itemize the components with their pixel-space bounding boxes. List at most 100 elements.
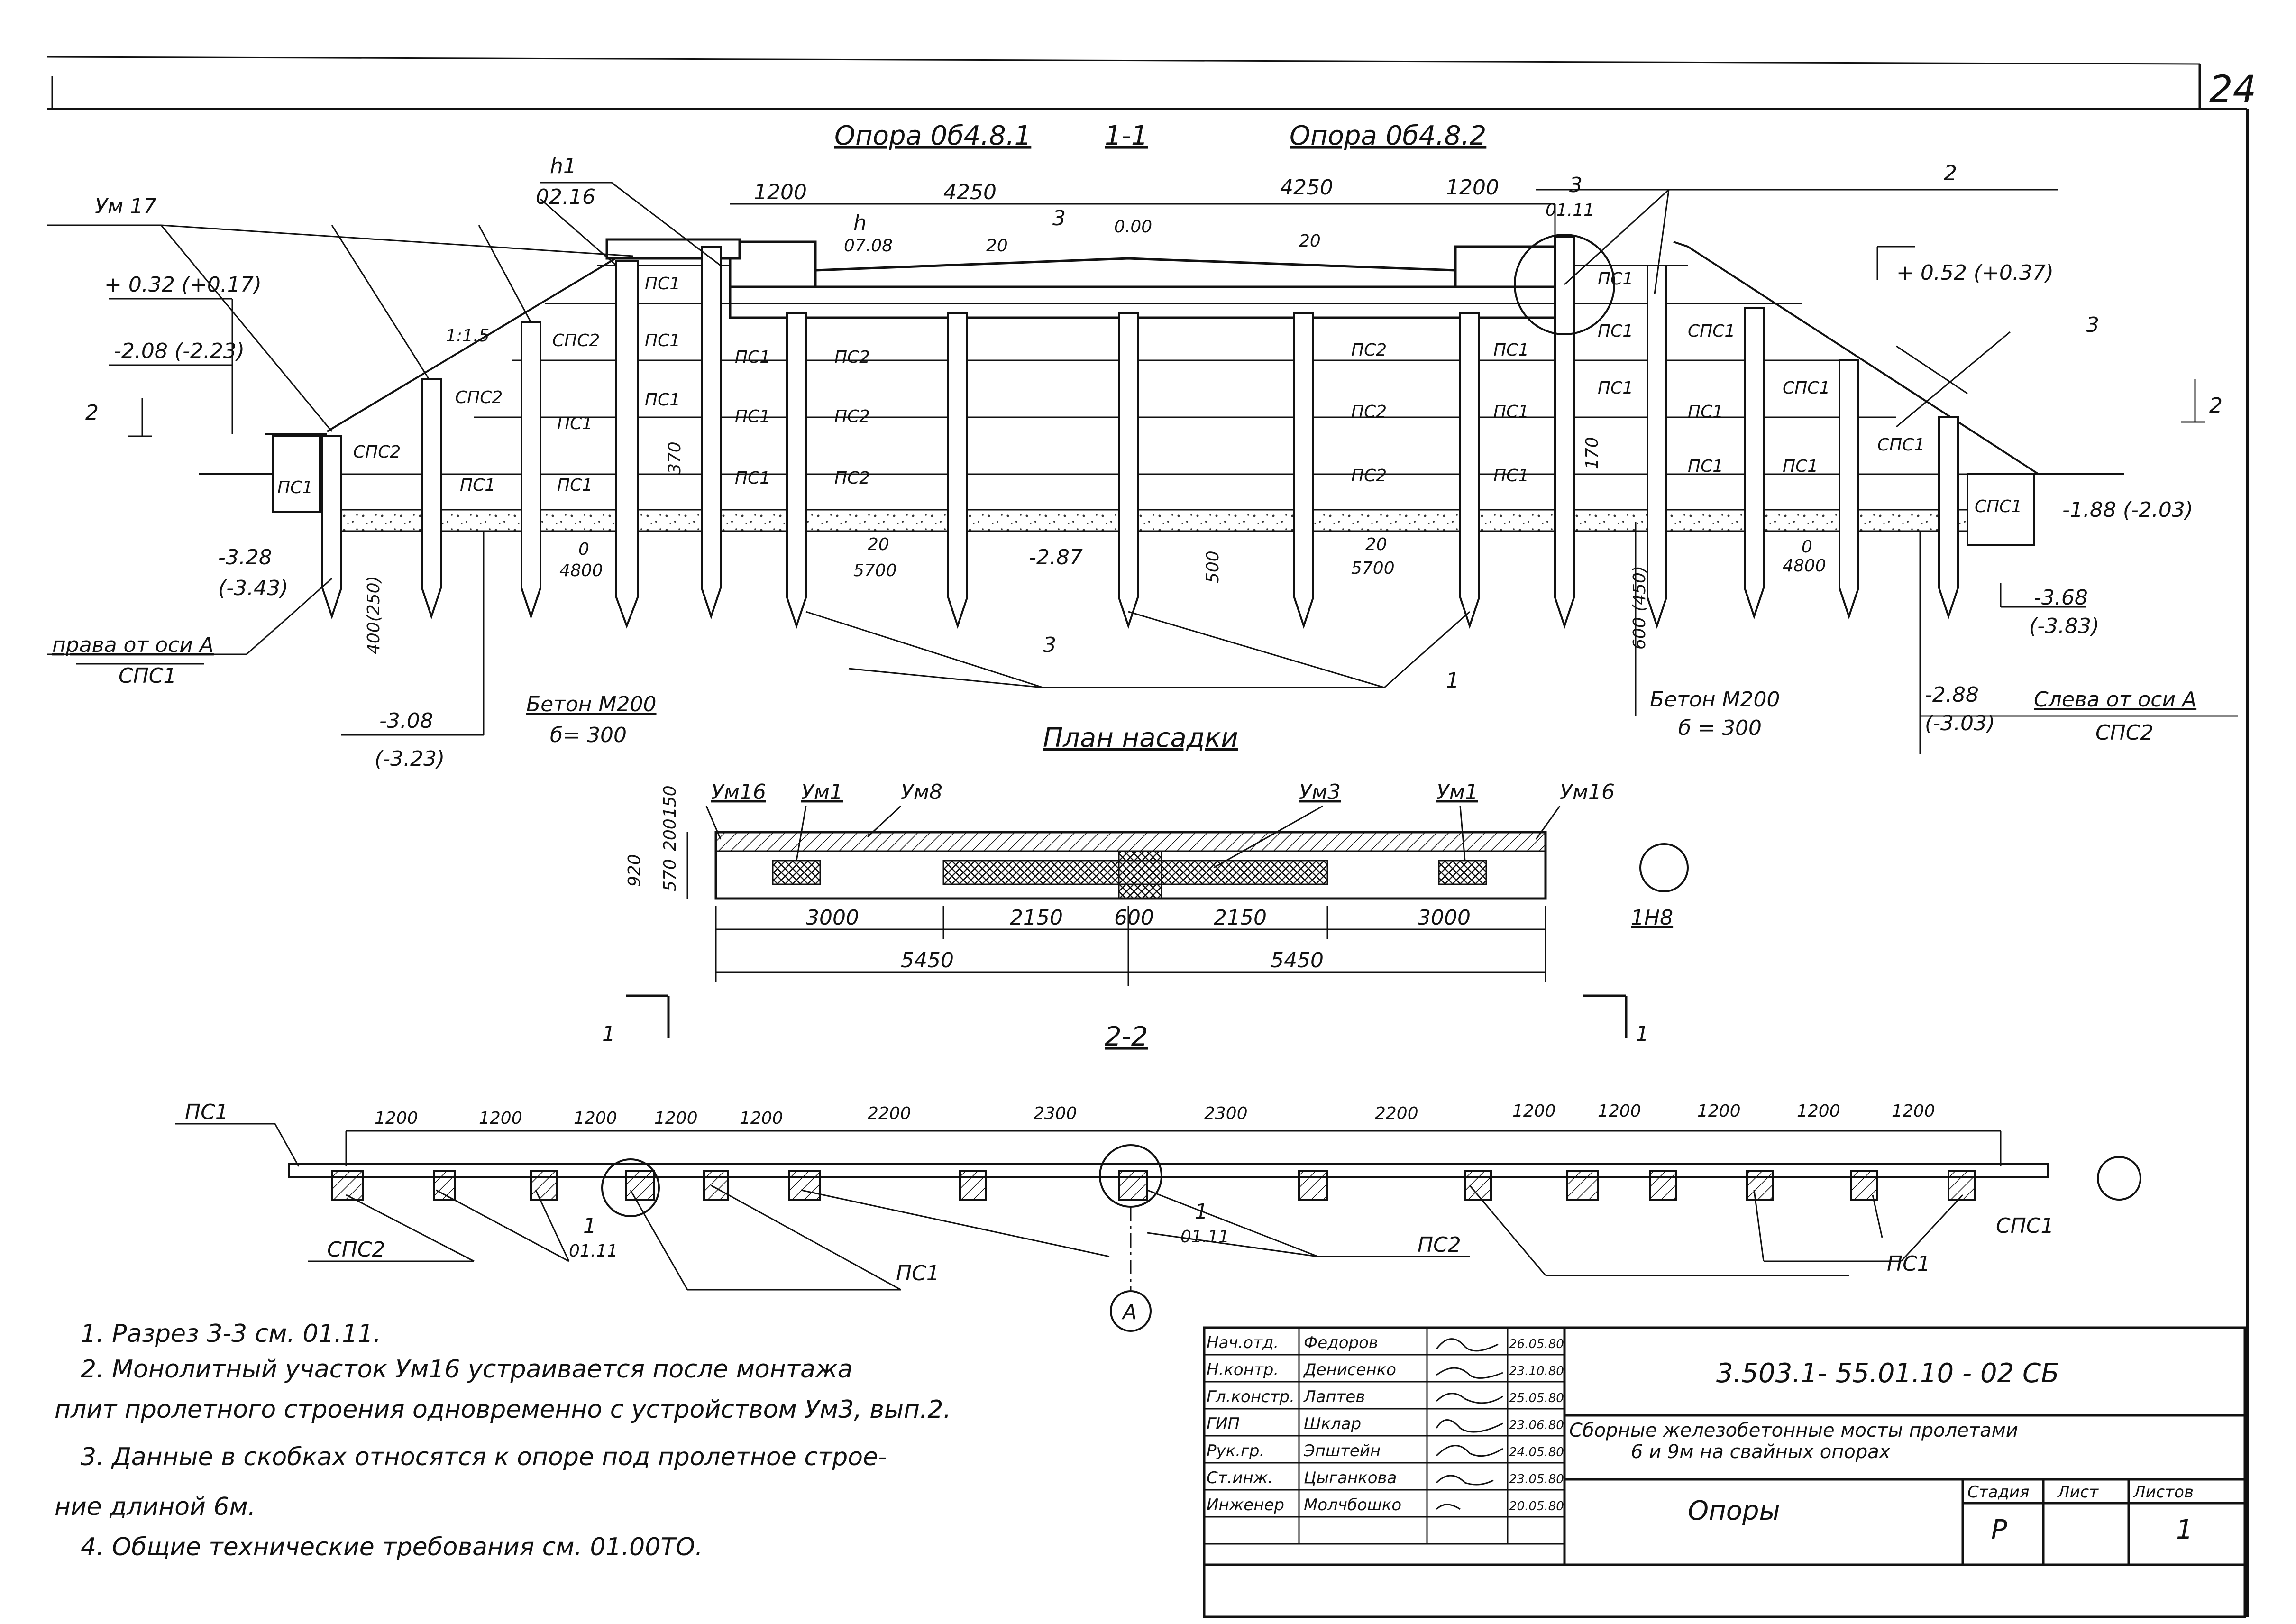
dim-200: 200 bbox=[660, 818, 680, 851]
block-pc1: ПС1 bbox=[735, 407, 770, 426]
block-pc2: ПС2 bbox=[1351, 466, 1387, 486]
dim-20a: 20 bbox=[868, 535, 889, 554]
tb-signatures bbox=[1436, 1338, 1503, 1510]
tb-role: Инженер bbox=[1207, 1496, 1284, 1514]
block-pc1: ПС1 bbox=[1493, 466, 1529, 486]
elev-368: -3.68 bbox=[2034, 586, 2088, 610]
cap-hatch-left bbox=[772, 860, 821, 885]
ref-3-code: 01.11 bbox=[1546, 201, 1594, 220]
section-2-2-pc1: ПС1 bbox=[185, 1100, 229, 1124]
cap-plan-title: План насадки bbox=[1043, 723, 1238, 753]
dim-3000-left: 3000 bbox=[806, 906, 859, 930]
dim-2150-right: 2150 bbox=[1214, 906, 1267, 930]
block-spc1: СПС1 bbox=[1688, 321, 1735, 341]
cap-plan: План насадки Ум16 Ум1 Ум8 Ум3 Ум1 Ум bbox=[602, 723, 1689, 1046]
dim-label: 1200 bbox=[1892, 1101, 1935, 1121]
dim-chain bbox=[345, 1130, 2002, 1166]
elev-left-2: -2.08 (-2.23) bbox=[114, 339, 245, 363]
dim-4250-left: 4250 bbox=[943, 180, 997, 204]
right-axis-note: Слева от оси А bbox=[2034, 688, 2196, 712]
tb-project-2: 6 и 9м на свайных опорах bbox=[1631, 1441, 1891, 1463]
dim-0: 0 bbox=[578, 540, 589, 559]
note-line: 1. Разрез 3-3 см. 01.11. bbox=[81, 1320, 381, 1348]
tb-project: Сборные железобетонные мосты пролетами bbox=[1569, 1420, 2018, 1441]
dim-label: 2300 bbox=[1204, 1104, 1248, 1123]
block-spc1: СПС1 bbox=[1975, 497, 2022, 516]
cap-um1-left: Ум1 bbox=[801, 780, 843, 804]
block-pc1: ПС1 bbox=[645, 390, 680, 410]
dim-label: 1200 bbox=[1697, 1101, 1741, 1121]
dim-label: 1200 bbox=[740, 1109, 783, 1128]
block-pc1: ПС1 bbox=[1493, 402, 1529, 422]
block-labels-left: ПС1 СПС2 СПС2 СПС2 ПС1 ПС1 ПС1 ПС1 ПС1 П… bbox=[277, 274, 870, 497]
dim-600: 600 bbox=[1114, 906, 1154, 930]
tb-role: Гл.констр. bbox=[1207, 1387, 1295, 1406]
label-zero: 0.00 bbox=[1114, 217, 1152, 237]
block-pc1: ПС1 bbox=[557, 476, 593, 495]
note-line: 4. Общие технические требования см. 01.0… bbox=[81, 1533, 703, 1561]
label-h1-code: 02.16 bbox=[536, 185, 595, 209]
tb-doc-code: 3.503.1- 55.01.10 - 02 СБ bbox=[1716, 1358, 2059, 1389]
section-2-2-pc2: ПС2 bbox=[1418, 1233, 1461, 1257]
tb-role: Ст.инж. bbox=[1207, 1468, 1273, 1487]
dim-5450-left: 5450 bbox=[901, 948, 954, 973]
section-2-2-ref1b: 1 bbox=[1195, 1200, 1208, 1224]
dims-2-2: 1200 1200 1200 1200 1200 2200 2300 2300 … bbox=[375, 1101, 1935, 1128]
cap-um3: Ум3 bbox=[1299, 780, 1341, 804]
tb-stage: Р bbox=[1991, 1514, 2007, 1545]
left-axis-note: права от оси А bbox=[52, 633, 214, 657]
note-line: 2. Монолитный участок Ум16 устраивается … bbox=[81, 1355, 853, 1384]
elev-288: -2.88 bbox=[1925, 683, 1979, 707]
cut-2-right: 2 bbox=[2209, 394, 2223, 418]
dim-1200-left: 1200 bbox=[754, 180, 807, 204]
section-3-mark: 3 bbox=[1052, 206, 1066, 230]
label-h: h bbox=[853, 211, 867, 235]
dim-label: 1200 bbox=[654, 1109, 698, 1128]
section-2-2-pc1-right: ПС1 bbox=[1887, 1252, 1930, 1276]
dim-370: 370 bbox=[665, 441, 685, 474]
dim-500: 500 bbox=[1203, 551, 1223, 583]
axis-a-label: А bbox=[1121, 1300, 1137, 1324]
section-2-2-title: 2-2 bbox=[1105, 1021, 1148, 1052]
block-spc1: СПС1 bbox=[1783, 378, 1830, 398]
block-pc1: ПС1 bbox=[460, 476, 495, 495]
block-pc1: ПС1 bbox=[277, 478, 313, 497]
block-pc1: ПС1 bbox=[735, 468, 770, 488]
elev-328: -3.28 bbox=[218, 545, 272, 569]
section-2-2-ref1b-code: 01.11 bbox=[1180, 1227, 1229, 1247]
cut-1-left: 1 bbox=[602, 1022, 615, 1046]
label-h-code: 07.08 bbox=[844, 236, 893, 256]
tb-role: ГИП bbox=[1207, 1414, 1240, 1433]
elev-323: (-3.23) bbox=[375, 747, 445, 771]
elev-383: (-3.83) bbox=[2029, 614, 2099, 638]
tb-col-stage: Стадия bbox=[1967, 1483, 2029, 1502]
concrete-left: Бетон М200 bbox=[526, 692, 657, 716]
concrete-right-thk: б = 300 bbox=[1678, 716, 1762, 740]
block-pc1: ПС1 bbox=[1598, 378, 1633, 398]
note-line: 3. Данные в скобках относятся к опоре по… bbox=[81, 1443, 887, 1471]
block-pc1: ПС1 bbox=[1688, 457, 1723, 476]
tb-name: Денисенко bbox=[1303, 1360, 1396, 1379]
general-notes: 1. Разрез 3-3 см. 01.11. 2. Монолитный у… bbox=[55, 1320, 951, 1561]
block-spc1: СПС1 bbox=[1877, 435, 1925, 455]
left-axis-code: СПС1 bbox=[119, 664, 177, 688]
ground-lines bbox=[199, 433, 2124, 475]
ref-1: 1 bbox=[1446, 669, 1459, 693]
ref-3b: 3 bbox=[2086, 313, 2099, 337]
block-pc2: ПС2 bbox=[834, 348, 870, 367]
beam-stubs bbox=[331, 1170, 1976, 1201]
section-2-2-pc1-mid: ПС1 bbox=[896, 1261, 940, 1285]
cap-um16-right: Ум16 bbox=[1560, 780, 1615, 804]
dim-label: 2200 bbox=[1375, 1104, 1418, 1123]
ref-3: 3 bbox=[1569, 173, 1583, 197]
tb-date: 23.10.80 bbox=[1509, 1364, 1564, 1378]
block-pc2: ПС2 bbox=[834, 407, 870, 426]
cap-hatch-center bbox=[1118, 850, 1162, 899]
dim-label: 1200 bbox=[1797, 1101, 1840, 1121]
block-spc2: СПС2 bbox=[455, 388, 503, 407]
block-spc2: СПС2 bbox=[353, 442, 401, 462]
cap-um16-left: Ум16 bbox=[711, 780, 766, 804]
ref-circle-1h8 bbox=[1639, 843, 1689, 892]
dim-1200-right: 1200 bbox=[1446, 175, 1499, 200]
